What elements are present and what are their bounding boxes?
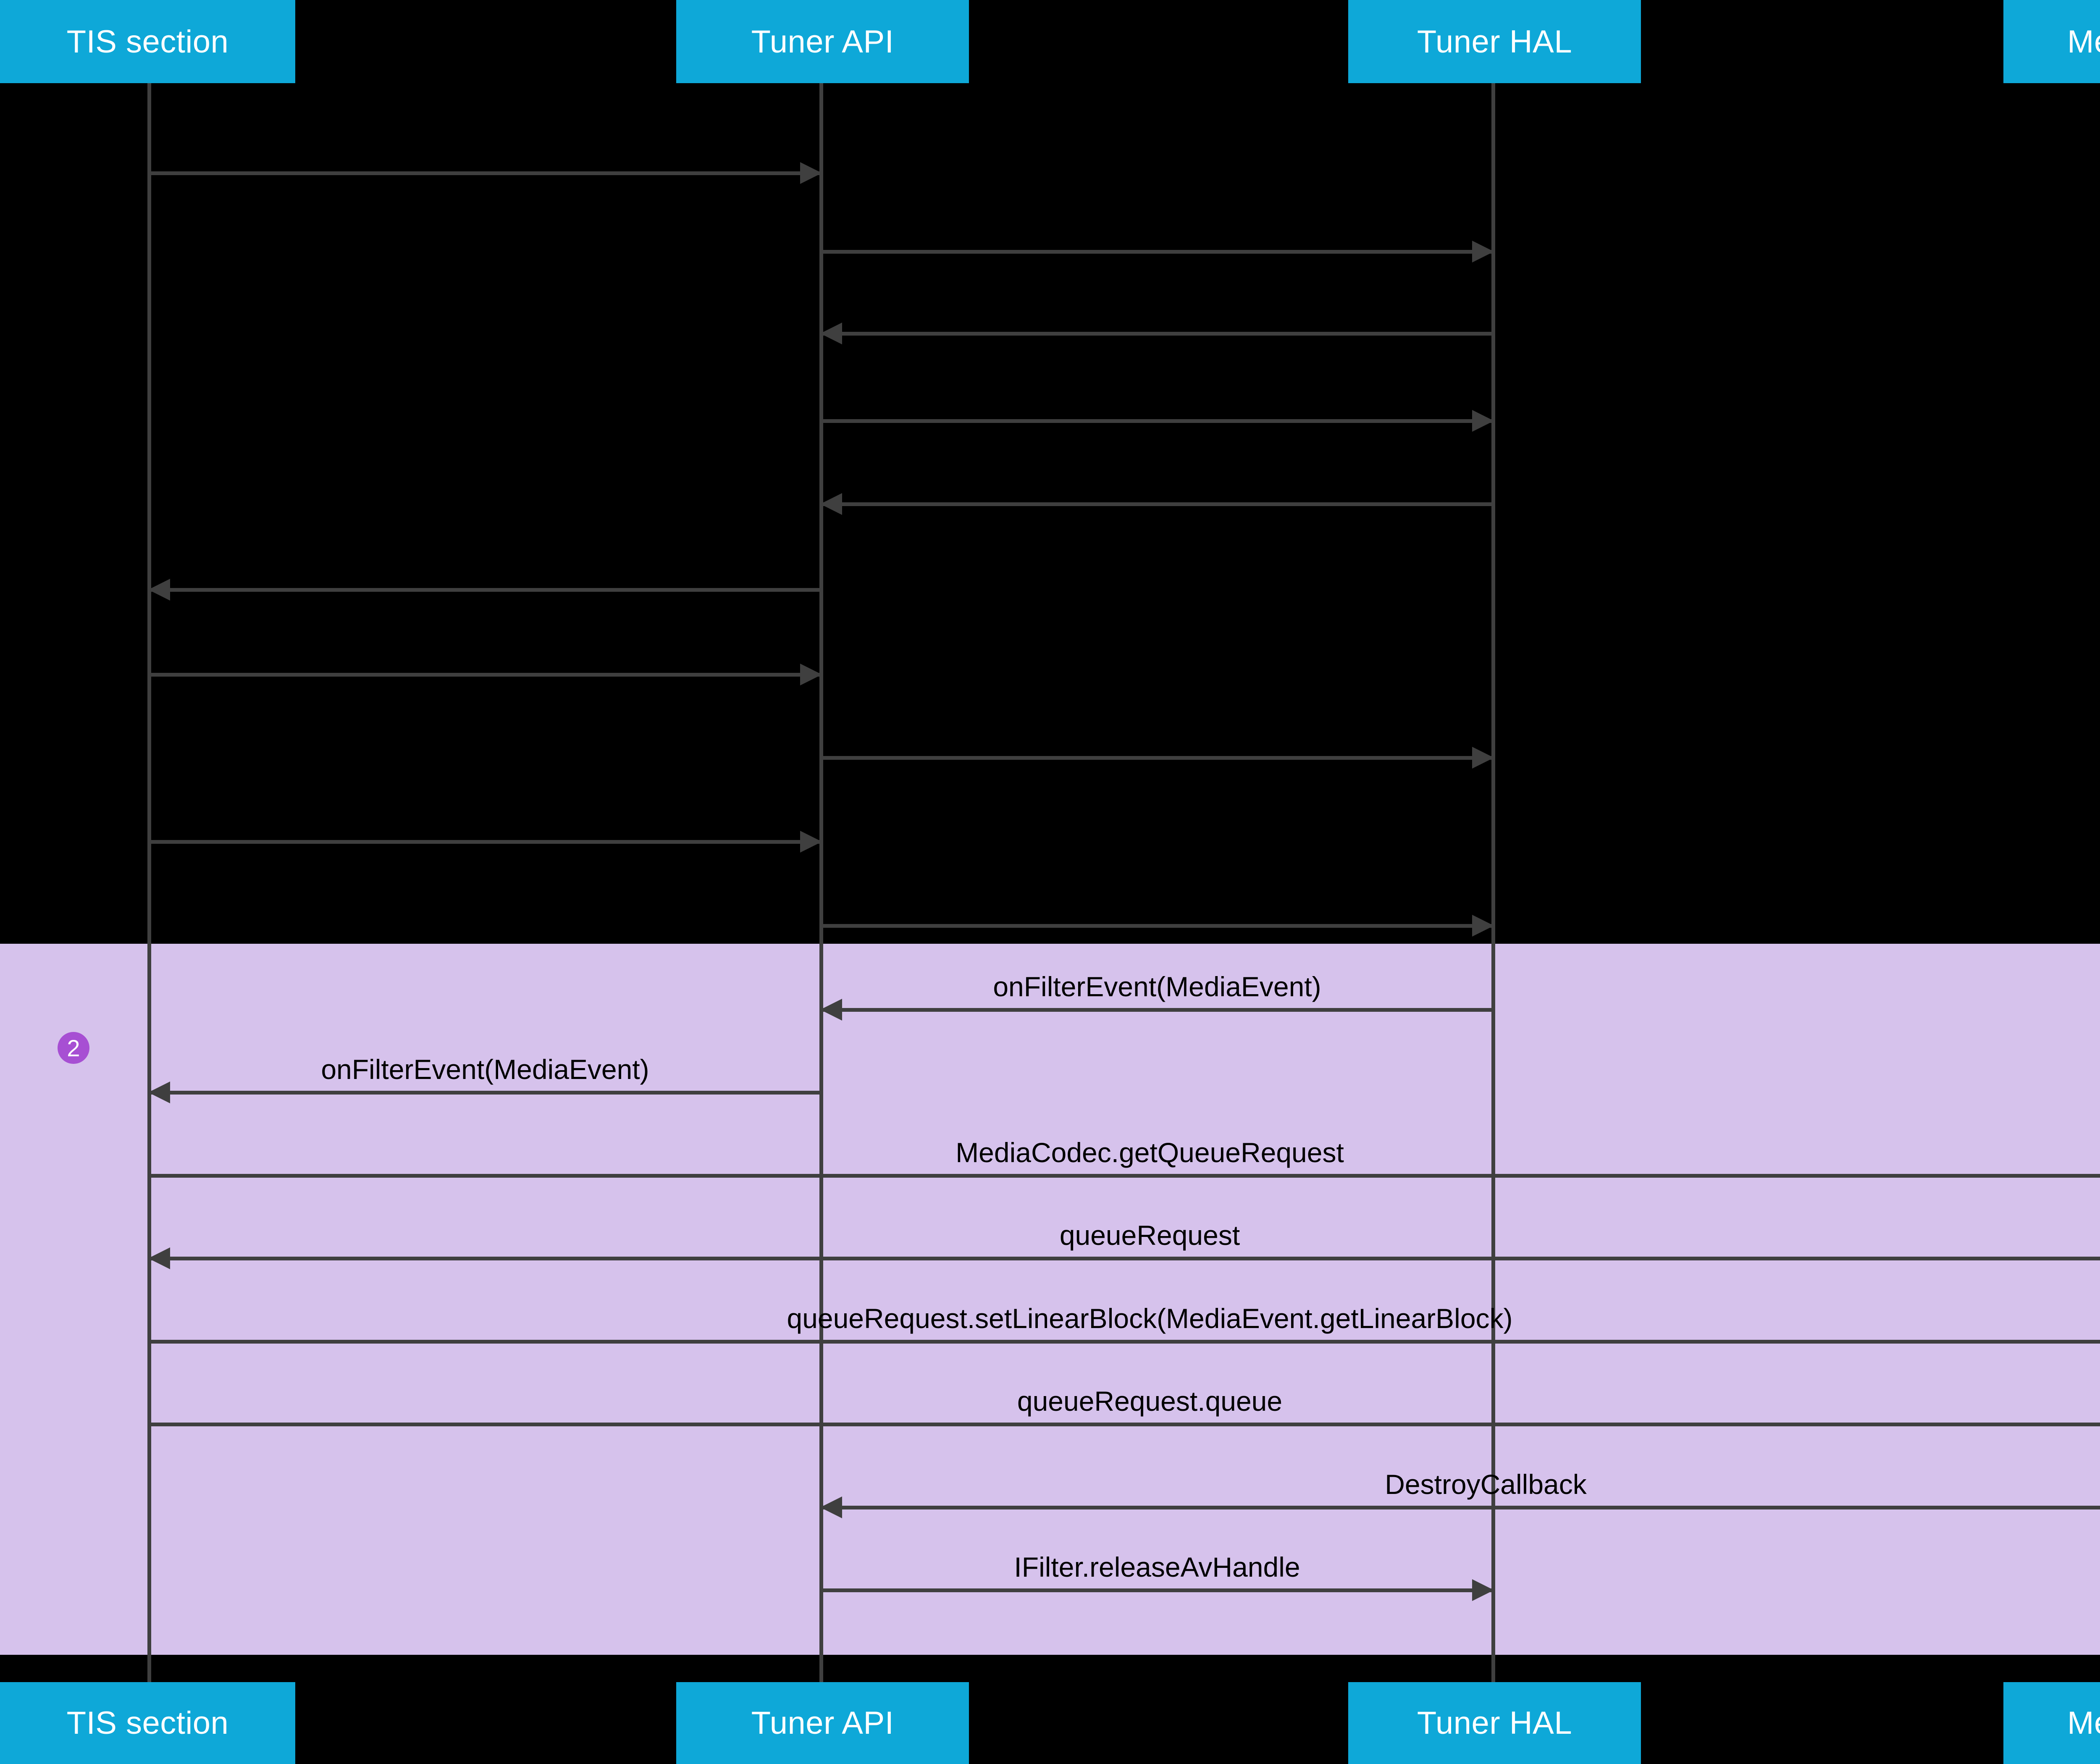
lifeline-tuner_api <box>819 83 823 1682</box>
arrow-line <box>821 332 1493 336</box>
highlight-region <box>0 944 2100 1655</box>
actor-label: Tuner HAL <box>1417 24 1572 60</box>
message-label: onFilterEvent(MediaEvent) <box>993 971 1321 1002</box>
arrow-line <box>149 840 821 844</box>
actor-label: MediaCodec <box>2067 1705 2100 1741</box>
arrow-head-icon <box>820 323 842 344</box>
actor-header-mediacodec[interactable]: MediaCodec <box>2003 0 2100 83</box>
arrow-line <box>821 756 1493 760</box>
actor-footer-mediacodec[interactable]: MediaCodec <box>2003 1682 2100 1764</box>
actor-label: MediaCodec <box>2067 24 2100 60</box>
actor-footer-tis[interactable]: TIS section <box>0 1682 295 1764</box>
arrow-line <box>821 250 1493 254</box>
arrow-line <box>821 502 1493 506</box>
arrow-head-icon <box>148 1082 170 1103</box>
actor-label: TIS section <box>66 24 229 60</box>
arrow-line <box>821 1588 1493 1592</box>
arrow-head-icon <box>820 1496 842 1518</box>
arrow-head-icon <box>800 162 822 184</box>
message-label: queueRequest.setLinearBlock(MediaEvent.g… <box>787 1302 1513 1334</box>
actor-label: TIS section <box>66 1705 229 1741</box>
arrow-head-icon <box>1472 241 1494 262</box>
actor-label: Tuner API <box>751 24 894 60</box>
actor-label: Tuner HAL <box>1417 1705 1572 1741</box>
arrow-head-icon <box>1472 915 1494 937</box>
arrow-line <box>149 588 821 592</box>
arrow-line <box>821 924 1493 928</box>
arrow-line <box>149 1423 2100 1426</box>
arrow-line <box>149 1340 2100 1344</box>
arrow-line <box>821 419 1493 423</box>
step-number-badge: 2 <box>58 1032 89 1064</box>
message-label: onFilterEvent(MediaEvent) <box>321 1053 649 1085</box>
arrow-head-icon <box>148 579 170 601</box>
arrow-line <box>149 673 821 677</box>
arrow-head-icon <box>148 1247 170 1269</box>
arrow-head-icon <box>1472 410 1494 432</box>
arrow-head-icon <box>820 493 842 515</box>
lifeline-tuner_hal <box>1491 83 1495 1682</box>
lifeline-tis <box>147 83 151 1682</box>
arrow-line <box>149 1174 2100 1178</box>
message-label: queueRequest.queue <box>1017 1385 1283 1417</box>
arrow-line <box>821 1506 2100 1509</box>
arrow-head-icon <box>1472 747 1494 769</box>
actor-footer-tuner_api[interactable]: Tuner API <box>676 1682 969 1764</box>
message-label: queueRequest <box>1059 1219 1240 1251</box>
actor-footer-tuner_hal[interactable]: Tuner HAL <box>1348 1682 1641 1764</box>
arrow-line <box>149 171 821 175</box>
actor-header-tuner_hal[interactable]: Tuner HAL <box>1348 0 1641 83</box>
message-label: DestroyCallback <box>1385 1468 1587 1500</box>
arrow-head-icon <box>800 664 822 685</box>
arrow-line <box>821 1008 1493 1012</box>
actor-header-tis[interactable]: TIS section <box>0 0 295 83</box>
arrow-head-icon <box>800 831 822 853</box>
arrow-head-icon <box>820 999 842 1021</box>
actor-header-tuner_api[interactable]: Tuner API <box>676 0 969 83</box>
arrow-head-icon <box>1472 1579 1494 1601</box>
actor-label: Tuner API <box>751 1705 894 1741</box>
arrow-line <box>149 1091 821 1095</box>
arrow-line <box>149 1257 2100 1260</box>
message-label: IFilter.releaseAvHandle <box>1014 1551 1300 1583</box>
message-label: MediaCodec.getQueueRequest <box>956 1137 1344 1168</box>
